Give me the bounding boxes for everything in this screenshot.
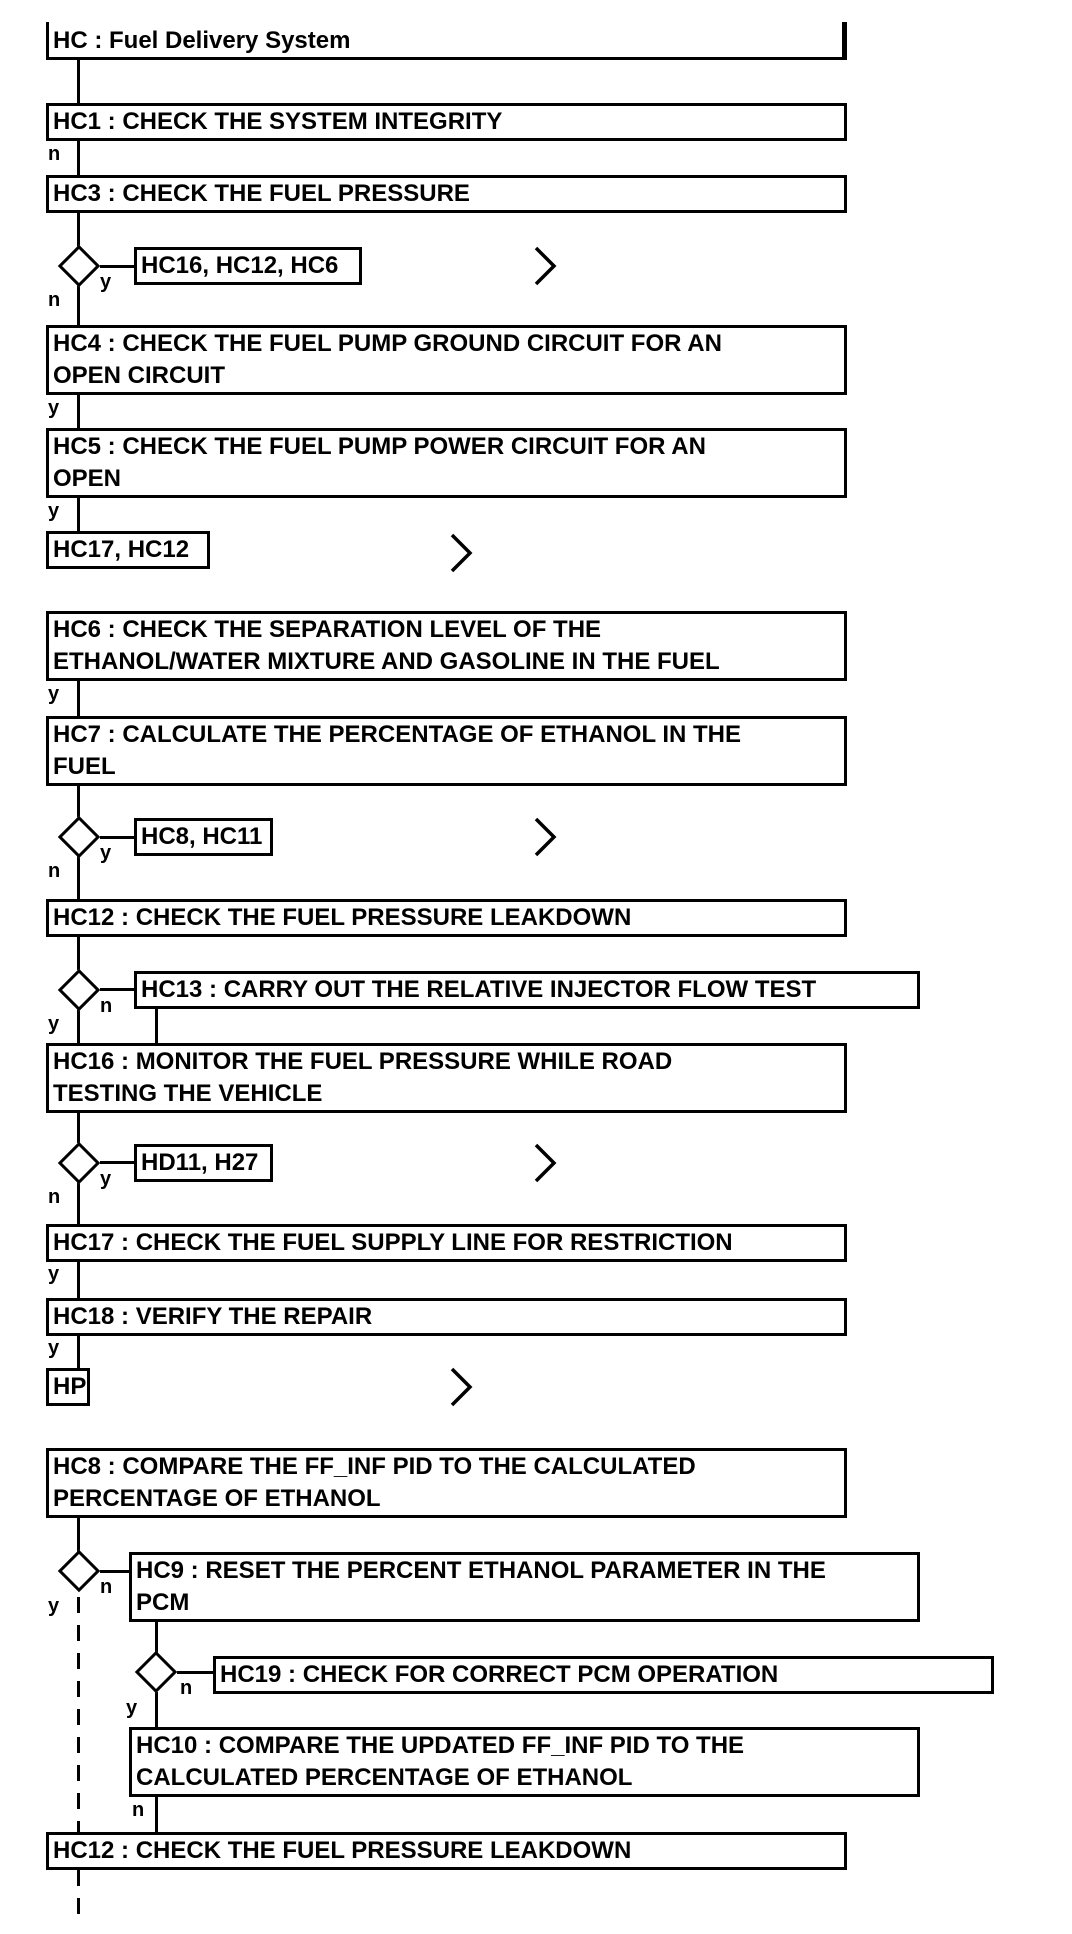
connector-line (77, 1518, 80, 1552)
no-label: n (48, 860, 61, 882)
connector-line (77, 1336, 80, 1368)
step-box-hc8: HC8 : COMPARE THE FF_INF PID TO THE CALC… (46, 1448, 847, 1518)
step-box-hc13: HC13 : CARRY OUT THE RELATIVE INJECTOR F… (134, 971, 920, 1009)
diagram-frame: HC : Fuel Delivery System (46, 22, 847, 60)
step-box-hc9: HC9 : RESET THE PERCENT ETHANOL PARAMETE… (129, 1552, 920, 1622)
decision-diamond-1 (57, 244, 101, 288)
decision-diamond-3 (57, 968, 101, 1012)
step-box-hc7: HC7 : CALCULATE THE PERCENTAGE OF ETHANO… (46, 716, 847, 786)
connector-line (77, 395, 80, 428)
connector-line (77, 498, 80, 531)
yes-label: y (48, 397, 60, 419)
no-label: n (132, 1799, 145, 1821)
connector-line (100, 265, 134, 268)
step-box-hc5: HC5 : CHECK THE FUEL PUMP POWER CIRCUIT … (46, 428, 847, 498)
dashed-connector-line (77, 1597, 80, 1832)
connector-line (77, 1008, 80, 1043)
connector-line (100, 1570, 129, 1573)
off-page-chevron-icon (534, 1143, 557, 1183)
connector-line (100, 836, 134, 839)
decision-diamond-5 (57, 1549, 101, 1593)
yes-label: y (48, 1013, 60, 1035)
yes-label: y (126, 1697, 138, 1719)
off-page-chevron-icon (534, 817, 557, 857)
connector-line (77, 141, 80, 175)
connector-line (155, 1009, 158, 1043)
step-box-hc1: HC1 : CHECK THE SYSTEM INTEGRITY (46, 103, 847, 141)
step-box-hc19: HC19 : CHECK FOR CORRECT PCM OPERATION (213, 1656, 994, 1694)
yes-label: y (100, 842, 112, 864)
diagram-title: HC : Fuel Delivery System (53, 27, 351, 54)
connector-line (100, 988, 134, 991)
no-label: n (100, 995, 113, 1017)
connector-line (155, 1797, 158, 1832)
connector-line (77, 1262, 80, 1298)
connector-line (100, 1161, 134, 1164)
decision-diamond-4 (57, 1141, 101, 1185)
decision-diamond-6 (134, 1650, 178, 1694)
yes-label: y (48, 500, 60, 522)
off-page-chevron-icon (450, 533, 473, 573)
no-label: n (48, 143, 61, 165)
connector-line (77, 213, 80, 247)
step-box-hc16: HC16 : MONITOR THE FUEL PRESSURE WHILE R… (46, 1043, 847, 1113)
step-box-hc3: HC3 : CHECK THE FUEL PRESSURE (46, 175, 847, 213)
connector-line (77, 681, 80, 716)
connector-line (155, 1622, 158, 1653)
connector-line (77, 937, 80, 970)
reference-box-hc16-hc12-hc6: HC16, HC12, HC6 (134, 247, 362, 285)
reference-box-hd11-h27: HD11, H27 (134, 1144, 273, 1182)
step-box-hc18: HC18 : VERIFY THE REPAIR (46, 1298, 847, 1336)
step-box-hc4: HC4 : CHECK THE FUEL PUMP GROUND CIRCUIT… (46, 325, 847, 395)
yes-label: y (48, 683, 60, 705)
no-label: n (180, 1677, 193, 1699)
step-box-hc6: HC6 : CHECK THE SEPARATION LEVEL OF THE … (46, 611, 847, 681)
reference-box-hc17-hc12: HC17, HC12 (46, 531, 210, 569)
connector-line (77, 855, 80, 899)
connector-line (177, 1671, 213, 1674)
reference-box-hc8-hc11: HC8, HC11 (134, 818, 273, 856)
yes-label: y (100, 1168, 112, 1190)
no-label: n (48, 1186, 61, 1208)
decision-diamond-2 (57, 815, 101, 859)
no-label: n (48, 289, 61, 311)
connector-line (77, 786, 80, 817)
step-box-hc12: HC12 : CHECK THE FUEL PRESSURE LEAKDOWN (46, 899, 847, 937)
step-box-hc17: HC17 : CHECK THE FUEL SUPPLY LINE FOR RE… (46, 1224, 847, 1262)
yes-label: y (48, 1263, 60, 1285)
step-box-hc10: HC10 : COMPARE THE UPDATED FF_INF PID TO… (129, 1727, 920, 1797)
connector-line (77, 284, 80, 325)
no-label: n (100, 1576, 113, 1598)
yes-label: y (48, 1595, 60, 1617)
yes-label: y (100, 271, 112, 293)
connector-line (77, 60, 80, 103)
off-page-chevron-icon (450, 1367, 473, 1407)
connector-line (77, 1113, 80, 1143)
off-page-chevron-icon (534, 246, 557, 286)
dashed-connector-line (77, 1870, 80, 1926)
yes-label: y (48, 1337, 60, 1359)
step-box-hc12-bottom: HC12 : CHECK THE FUEL PRESSURE LEAKDOWN (46, 1832, 847, 1870)
connector-line (155, 1692, 158, 1727)
reference-box-hp: HP (46, 1368, 90, 1406)
connector-line (77, 1181, 80, 1224)
